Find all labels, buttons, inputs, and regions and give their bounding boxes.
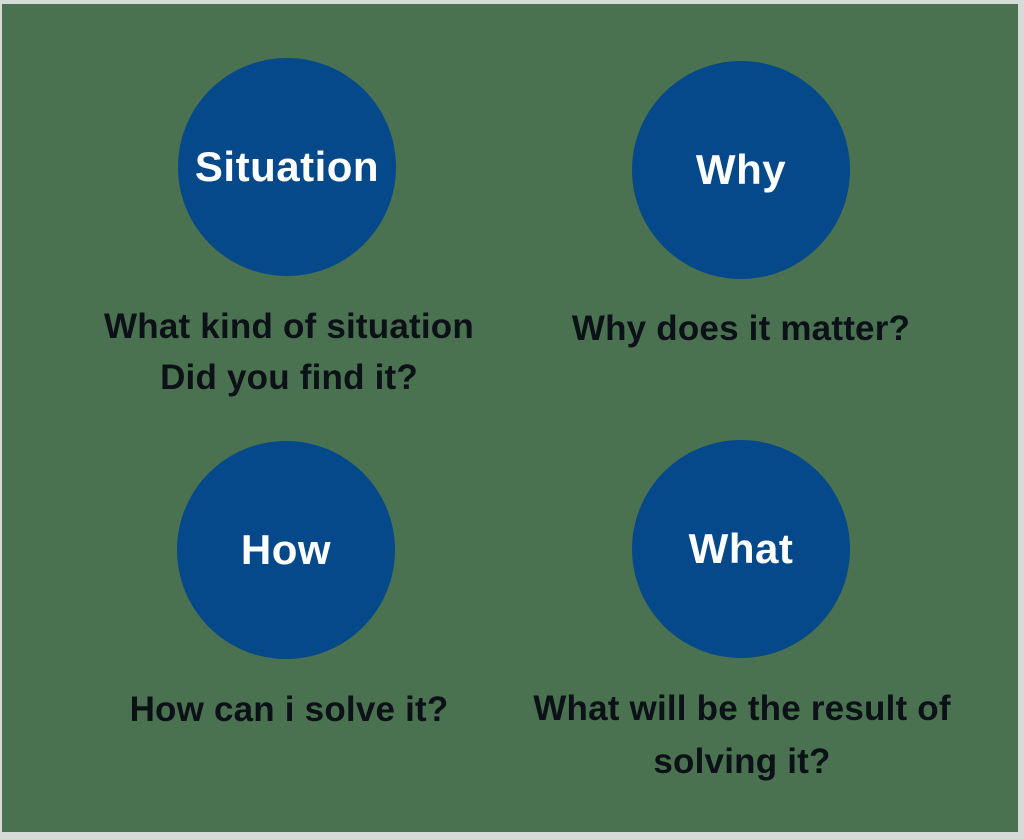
why-circle-label: Why	[695, 146, 787, 193]
situation-circle: Situation	[178, 58, 396, 276]
what-caption: What will be the result of solving it?	[512, 682, 972, 788]
situation-circle-label: Situation	[194, 143, 380, 190]
situation-caption-line2: Did you find it?	[160, 358, 418, 397]
what-caption-line2: solving it?	[653, 742, 831, 781]
why-caption: Why does it matter?	[511, 303, 971, 354]
how-circle: How	[177, 441, 395, 659]
why-caption-line1: Why does it matter?	[571, 309, 911, 348]
how-circle-label: How	[240, 526, 332, 573]
what-circle-label: What	[688, 525, 794, 572]
diagram-canvas: Situation What kind of situation Did you…	[2, 4, 1018, 832]
how-caption: How can i solve it?	[59, 684, 519, 735]
situation-caption-line1: What kind of situation	[104, 307, 474, 346]
situation-caption: What kind of situation Did you find it?	[59, 301, 519, 403]
what-circle: What	[632, 440, 850, 658]
what-caption-line1: What will be the result of	[533, 689, 951, 728]
why-circle: Why	[632, 61, 850, 279]
how-caption-line1: How can i solve it?	[129, 690, 449, 729]
